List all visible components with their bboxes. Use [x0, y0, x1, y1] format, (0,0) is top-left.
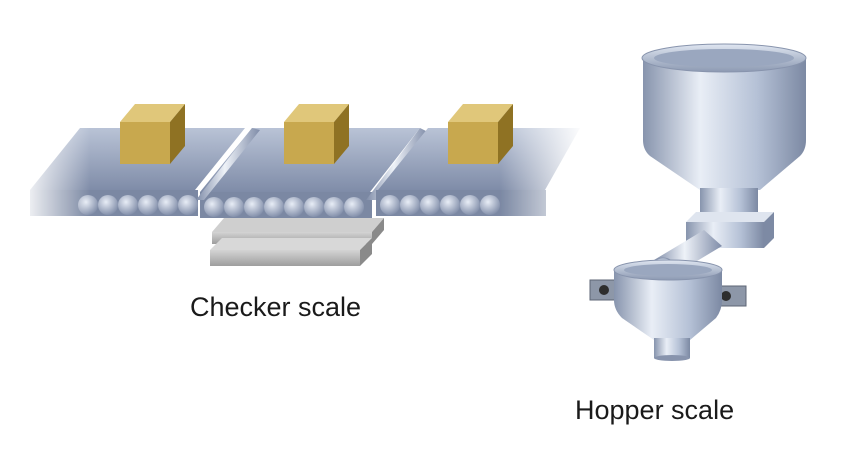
- conveyor-right: [376, 120, 585, 220]
- upper-hopper: [641, 43, 807, 222]
- roller-row-right: [380, 195, 500, 215]
- hopper-scale: [589, 43, 807, 361]
- product-box-3: [448, 104, 513, 164]
- product-box-1: [120, 104, 185, 164]
- weighing-hopper: [613, 259, 723, 361]
- hopper-scale-caption: Hopper scale: [575, 395, 735, 425]
- product-box-2: [284, 104, 349, 164]
- roller-row-left: [78, 195, 198, 215]
- checker-scale: [20, 104, 585, 266]
- checker-scale-caption: Checker scale: [190, 292, 362, 322]
- roller-row-middle: [204, 197, 364, 217]
- weighing-platform: [210, 218, 384, 266]
